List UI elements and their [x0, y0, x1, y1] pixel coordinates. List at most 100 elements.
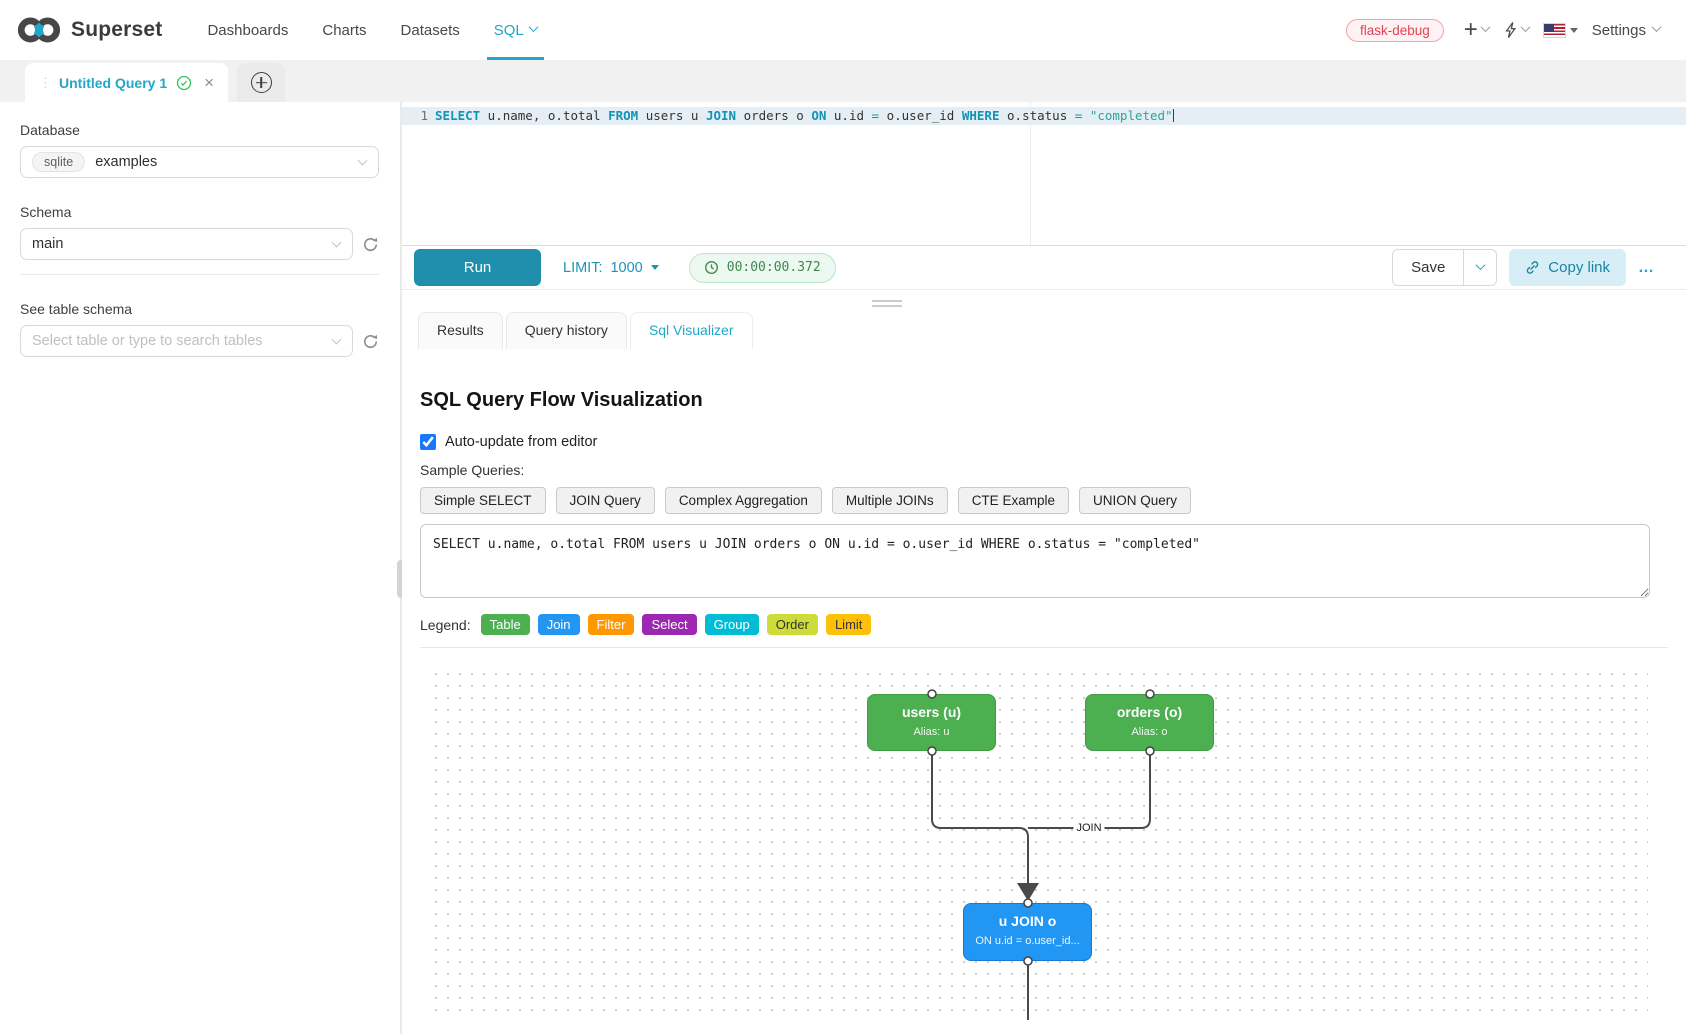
tab-sql-visualizer[interactable]: Sql Visualizer	[629, 312, 753, 349]
legend-badge: Group	[704, 614, 759, 635]
language-picker[interactable]	[1542, 22, 1578, 38]
query-tab-active[interactable]: ⋮ Untitled Query 1 ×	[25, 63, 229, 102]
run-button[interactable]: Run	[414, 249, 541, 286]
table-search-input[interactable]	[32, 333, 341, 349]
nav-charts[interactable]: Charts	[322, 21, 367, 39]
schema-value: main	[32, 236, 64, 252]
chevron-down-icon	[528, 22, 539, 33]
sample-query-button[interactable]: CTE Example	[957, 487, 1069, 514]
db-engine-badge: sqlite	[32, 152, 86, 172]
save-options-button[interactable]	[1464, 249, 1498, 286]
sample-queries-label: Sample Queries:	[420, 462, 525, 478]
database-label: Database	[20, 122, 80, 138]
limit-dropdown[interactable]: LIMIT: 1000	[563, 260, 659, 276]
flow-edges	[927, 689, 1155, 1020]
table-select[interactable]	[20, 325, 353, 357]
flow-node-orders[interactable]: orders (o) Alias: o	[1085, 694, 1214, 751]
sidebar-divider	[20, 274, 379, 275]
brand-title: Superset	[71, 18, 163, 41]
legend-badge: Select	[642, 614, 697, 635]
pane-resize-grip[interactable]	[872, 300, 902, 307]
query-input[interactable]: SELECT u.name, o.total FROM users u JOIN…	[420, 524, 1650, 598]
clock-icon	[704, 260, 719, 275]
saved-check-icon	[176, 75, 192, 91]
sql-editor[interactable]: 1 SELECT u.name, o.total FROM users u JO…	[402, 102, 1686, 246]
new-menu-button[interactable]: +	[1463, 16, 1491, 43]
editor-code-line[interactable]: SELECT u.name, o.total FROM users u JOIN…	[435, 107, 1175, 125]
editor-toolbar: Run LIMIT: 1000 00:00:00.372 Save	[402, 246, 1686, 290]
flow-canvas[interactable]: users (u) Alias: u orders (o) Alias: o u…	[430, 668, 1648, 1020]
refresh-tables-icon[interactable]	[362, 333, 379, 350]
flow-node-join[interactable]: u JOIN o ON u.id = o.user_id...	[963, 903, 1092, 961]
copy-link-button[interactable]: Copy link	[1509, 249, 1626, 286]
auto-update-label: Auto-update from editor	[445, 434, 598, 450]
sql-token: u.id	[826, 108, 872, 123]
editor-line-number: 1	[420, 108, 428, 123]
sample-query-button[interactable]: JOIN Query	[555, 487, 655, 514]
refresh-schemas-icon[interactable]	[362, 236, 379, 253]
chevron-down-icon	[1480, 22, 1491, 33]
editor-active-line	[402, 107, 1686, 125]
add-query-tab-button[interactable]	[237, 63, 286, 102]
more-actions-button[interactable]: …	[1638, 258, 1656, 276]
sql-token: =	[871, 108, 880, 123]
schema-select[interactable]: main	[20, 228, 353, 260]
sql-token: WHERE	[961, 108, 1000, 123]
query-timer: 00:00:00.372	[688, 252, 836, 283]
editor-cursor	[1172, 109, 1175, 122]
panel-divider	[420, 647, 1668, 648]
chevron-down-icon	[357, 155, 368, 166]
nav-sql[interactable]: SQL	[477, 0, 554, 60]
drag-handle-icon[interactable]: ⋮	[39, 74, 52, 90]
sidebar-splitter[interactable]	[397, 102, 405, 1034]
database-select[interactable]: sqlite examples	[20, 146, 379, 178]
chevron-down-icon	[331, 237, 342, 248]
tab-results[interactable]: Results	[418, 312, 503, 349]
navbar: Superset Dashboards Charts Datasets SQL …	[0, 0, 1686, 60]
splitter-grip[interactable]	[397, 560, 405, 598]
sql-token: u.name, o.total	[480, 108, 609, 123]
sql-token: =	[1074, 108, 1083, 123]
save-button[interactable]: Save	[1392, 249, 1465, 286]
chevron-down-icon	[1651, 22, 1662, 33]
close-tab-icon[interactable]: ×	[204, 73, 215, 92]
link-icon	[1525, 260, 1540, 275]
caret-down-icon	[1569, 27, 1578, 33]
sample-query-button[interactable]: Simple SELECT	[420, 487, 546, 514]
plus-icon: +	[1463, 16, 1478, 43]
tab-query-history[interactable]: Query history	[505, 312, 627, 349]
flow-node-users[interactable]: users (u) Alias: u	[867, 694, 996, 751]
sample-query-button[interactable]: Complex Aggregation	[664, 487, 822, 514]
settings-menu[interactable]: Settings	[1592, 22, 1662, 39]
sql-token: ON	[811, 108, 827, 123]
sql-token: o.status	[999, 108, 1075, 123]
caret-down-icon	[650, 265, 659, 270]
table-schema-label: See table schema	[20, 301, 133, 317]
save-split-button: Save	[1392, 249, 1498, 286]
legend-label: Legend:	[420, 616, 471, 633]
legend-badge: Order	[766, 614, 818, 635]
editor-print-margin	[1030, 102, 1031, 245]
sql-token: orders o	[736, 108, 812, 123]
legend-badge: Table	[480, 614, 530, 635]
legend-badge: Filter	[587, 614, 635, 635]
panel-title: SQL Query Flow Visualization	[420, 389, 703, 411]
sample-query-buttons: Simple SELECT JOIN Query Complex Aggregati…	[420, 487, 1668, 514]
plus-circle-icon	[250, 72, 272, 93]
sql-token: o.user_id	[879, 108, 962, 123]
sqllab-sidebar: Database sqlite examples Schema main See	[0, 102, 400, 1034]
sqllab-shortcut-button[interactable]	[1503, 21, 1531, 39]
sql-token: SELECT	[435, 108, 481, 123]
environment-badge: flask-debug	[1345, 18, 1444, 42]
sample-query-button[interactable]: UNION Query	[1078, 487, 1191, 514]
nav-dashboards[interactable]: Dashboards	[207, 21, 289, 39]
auto-update-checkbox[interactable]	[420, 434, 436, 450]
join-edge-label: JOIN	[1073, 821, 1105, 835]
lightning-icon	[1503, 21, 1518, 39]
sql-token	[1082, 108, 1090, 123]
sample-query-button[interactable]: Multiple JOINs	[831, 487, 948, 514]
nav-datasets[interactable]: Datasets	[400, 21, 460, 39]
results-tab-bar: Results Query history Sql Visualizer	[402, 312, 1686, 349]
